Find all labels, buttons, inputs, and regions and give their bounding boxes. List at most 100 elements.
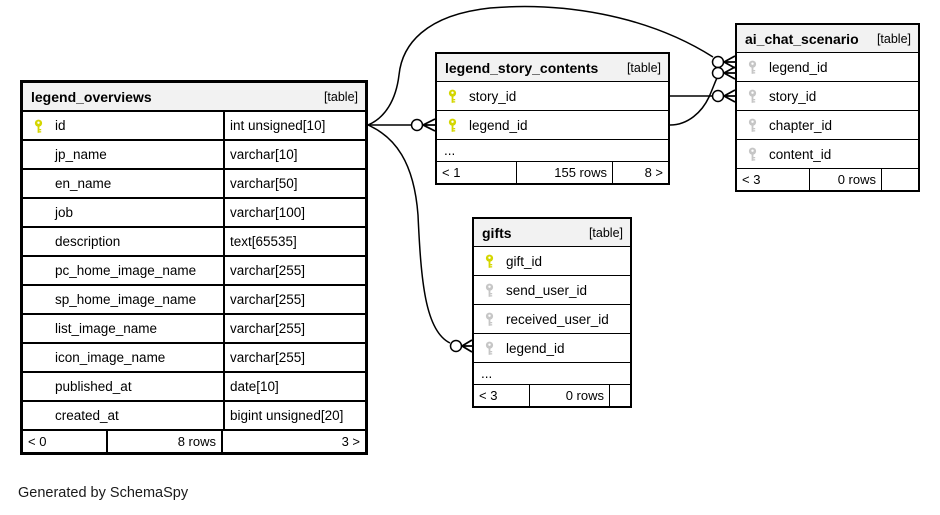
column-name: published_at <box>55 379 132 394</box>
child-count: 8 > <box>644 165 663 180</box>
column-row: en_name varchar[50] <box>23 170 365 199</box>
column-name: legend_id <box>769 59 828 75</box>
parent-count: < 3 <box>737 169 810 190</box>
table-header[interactable]: legend_overviews [table] <box>23 83 365 112</box>
crowsfoot <box>723 89 736 103</box>
column-type: text[65535] <box>223 228 365 255</box>
column-row: sp_home_image_name varchar[255] <box>23 286 365 315</box>
column-row: jp_name varchar[10] <box>23 141 365 170</box>
column-row: send_user_id <box>474 276 630 305</box>
column-name: content_id <box>769 146 832 162</box>
table-header[interactable]: legend_story_contents [table] <box>437 54 668 82</box>
column-row: published_at date[10] <box>23 373 365 402</box>
table-name[interactable]: ai_chat_scenario <box>745 30 859 47</box>
column-name: sp_home_image_name <box>55 292 197 307</box>
zero-or-more-circle <box>449 339 463 353</box>
index-key-icon <box>485 341 494 355</box>
collapsed-columns-ellipsis: ... <box>437 140 668 162</box>
row-count: 155 rows <box>517 162 613 183</box>
table-name[interactable]: gifts <box>482 224 512 241</box>
column-type: varchar[100] <box>223 199 365 226</box>
column-row: legend_id <box>737 53 918 82</box>
table-type-badge: [table] <box>323 89 358 104</box>
row-count: 8 rows <box>108 431 223 452</box>
column-name: legend_id <box>506 340 565 356</box>
row-count: 0 rows <box>530 385 610 406</box>
fk-line-overviews-to-aichat <box>367 5 714 126</box>
table-name[interactable]: legend_overviews <box>31 88 152 105</box>
fk-line-overviews-to-gifts <box>367 124 451 344</box>
table-footer: < 1 155 rows 8 > <box>437 162 668 183</box>
column-name: received_user_id <box>506 311 609 327</box>
child-count <box>882 169 918 190</box>
column-type: varchar[255] <box>223 344 365 371</box>
zero-or-more-circle <box>711 89 725 103</box>
column-row: icon_image_name varchar[255] <box>23 344 365 373</box>
column-name: story_id <box>769 88 817 104</box>
crowsfoot <box>461 339 473 353</box>
table-type-badge: [table] <box>626 60 661 75</box>
parent-count: < 0 <box>23 431 108 452</box>
column-row: list_image_name varchar[255] <box>23 315 365 344</box>
primary-key-icon <box>448 118 457 132</box>
index-key-icon <box>485 312 494 326</box>
column-name: send_user_id <box>506 282 588 298</box>
column-row: id int unsigned[10] <box>23 112 365 141</box>
column-name: created_at <box>55 408 119 423</box>
table-legend-overviews[interactable]: legend_overviews [table] id int unsigned… <box>20 80 368 455</box>
zero-or-more-circle <box>711 66 725 80</box>
column-row: legend_id <box>437 111 668 140</box>
table-type-badge: [table] <box>876 31 911 46</box>
column-row: received_user_id <box>474 305 630 334</box>
child-count <box>610 385 630 406</box>
parent-count: < 3 <box>474 385 530 406</box>
zero-or-more-circle <box>410 118 424 132</box>
table-name[interactable]: legend_story_contents <box>445 59 599 76</box>
index-key-icon <box>485 283 494 297</box>
column-name: story_id <box>469 88 517 104</box>
column-name: description <box>55 234 121 249</box>
index-key-icon <box>748 89 757 103</box>
table-header[interactable]: gifts [table] <box>474 219 630 247</box>
primary-key-icon <box>34 119 43 133</box>
collapsed-columns-ellipsis: ... <box>474 363 630 385</box>
row-count: 0 rows <box>810 169 882 190</box>
column-type: date[10] <box>223 373 365 400</box>
crowsfoot <box>723 55 736 69</box>
column-type: varchar[255] <box>223 286 365 313</box>
generator-credit: Generated by SchemaSpy <box>18 485 189 501</box>
column-name: job <box>55 205 74 220</box>
column-row: gift_id <box>474 247 630 276</box>
column-name: id <box>55 118 66 133</box>
column-row: pc_home_image_name varchar[255] <box>23 257 365 286</box>
table-header[interactable]: ai_chat_scenario [table] <box>737 25 918 53</box>
parent-count: < 1 <box>437 162 517 183</box>
table-type-badge: [table] <box>588 225 623 240</box>
column-type: bigint unsigned[20] <box>223 402 365 429</box>
column-name: list_image_name <box>55 321 158 336</box>
column-name: en_name <box>55 176 112 191</box>
crowsfoot <box>422 118 436 132</box>
primary-key-icon <box>448 89 457 103</box>
column-row: description text[65535] <box>23 228 365 257</box>
table-legend-story-contents[interactable]: legend_story_contents [table] story_id l… <box>435 52 670 185</box>
column-name: icon_image_name <box>55 350 166 365</box>
column-row: story_id <box>437 82 668 111</box>
column-row: job varchar[100] <box>23 199 365 228</box>
table-gifts[interactable]: gifts [table] gift_id send_user_id recei… <box>472 217 632 408</box>
fk-line-storycontents-to-aichat-legend <box>669 77 718 126</box>
column-type: int unsigned[10] <box>223 112 365 139</box>
column-type: varchar[50] <box>223 170 365 197</box>
column-row: story_id <box>737 82 918 111</box>
table-footer: < 3 0 rows <box>474 385 630 406</box>
table-ai-chat-scenario[interactable]: ai_chat_scenario [table] legend_id story… <box>735 23 920 192</box>
zero-or-more-circle <box>711 55 725 69</box>
column-name: gift_id <box>506 253 543 269</box>
table-footer: < 3 0 rows <box>737 169 918 190</box>
column-name: pc_home_image_name <box>55 263 197 278</box>
column-type: varchar[255] <box>223 315 365 342</box>
index-key-icon <box>748 118 757 132</box>
column-name: chapter_id <box>769 117 833 133</box>
